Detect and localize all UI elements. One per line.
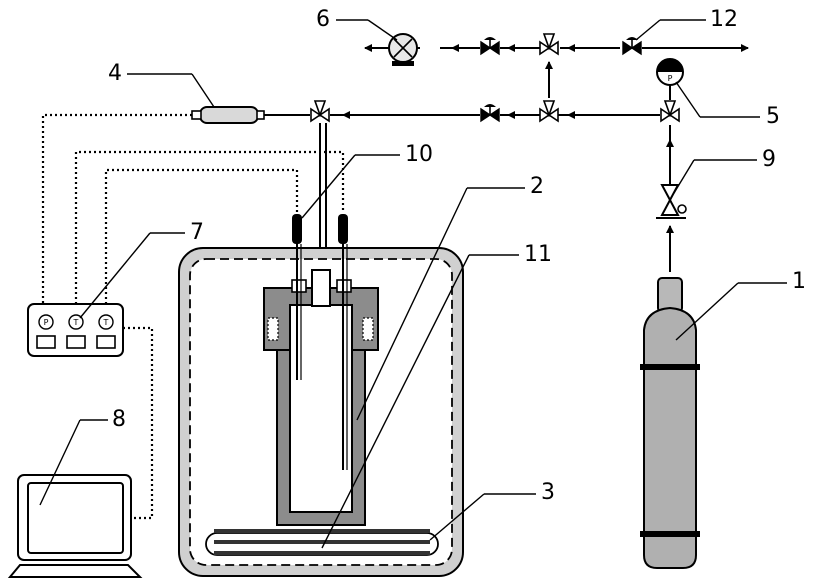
label-5: 5 <box>766 104 780 129</box>
hand-valve-12 <box>623 37 641 54</box>
pressure-regulator <box>656 185 686 218</box>
label-1: 1 <box>792 269 806 294</box>
label-9: 9 <box>762 147 776 172</box>
svg-text:T: T <box>73 318 79 327</box>
label-12: 12 <box>710 7 738 32</box>
label-8: 8 <box>112 407 126 432</box>
three-way-valve-gauge <box>661 101 679 121</box>
pressure-transducer <box>192 107 264 123</box>
label-6: 6 <box>316 7 330 32</box>
label-10: 10 <box>405 142 433 167</box>
svg-text:P: P <box>44 318 49 327</box>
heater-coil <box>206 529 438 555</box>
label-7: 7 <box>190 220 204 245</box>
label-2: 2 <box>530 174 544 199</box>
label-3: 3 <box>541 480 555 505</box>
vacuum-pump <box>389 34 417 66</box>
hand-valve-middle <box>481 104 499 121</box>
svg-text:T: T <box>103 318 109 327</box>
label-11: 11 <box>524 242 552 267</box>
three-way-valve-middle <box>540 101 558 121</box>
label-4: 4 <box>108 61 122 86</box>
computer <box>10 475 140 577</box>
three-way-valve-top <box>540 34 558 54</box>
gas-cylinder <box>640 278 700 568</box>
reactor-vessel <box>264 270 378 525</box>
gauge-letter: P <box>668 74 673 83</box>
top-pipe-line <box>365 48 748 98</box>
three-way-valve-reactor <box>311 101 329 121</box>
pressure-gauge: P <box>657 59 683 100</box>
middle-pipe-line <box>262 115 660 262</box>
data-acquisition-panel: P T T <box>28 304 123 356</box>
hand-valve-top-left <box>481 37 499 54</box>
